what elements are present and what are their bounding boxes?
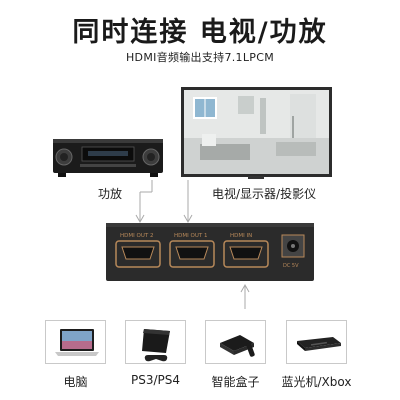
power-label: DC 5V <box>283 263 299 269</box>
source-label-pc: 电脑 <box>63 375 88 389</box>
bottom-connector-line <box>240 283 250 309</box>
page-title: 同时连接 电视/功放 <box>72 17 328 48</box>
tvbox-device-card <box>205 320 266 364</box>
bluray-device-card <box>286 320 347 364</box>
hdmi-in-port <box>223 240 269 268</box>
console-device-card <box>125 320 186 364</box>
port-out1-label: HDMI OUT 1 <box>174 233 207 239</box>
port-in-label: HDMI IN <box>230 233 252 239</box>
laptop-device-card <box>45 320 106 364</box>
hdmi-splitter: HDMI OUT 2 HDMI OUT 1 HDMI IN DC 5V <box>106 223 314 281</box>
source-label-bluray: 蓝光机/Xbox <box>281 375 352 389</box>
amplifier-icon <box>53 139 163 177</box>
top-connector-lines <box>135 180 193 224</box>
page-subtitle: HDMI音频输出支持7.1LPCM <box>125 51 274 64</box>
bluray-player-icon <box>297 337 341 351</box>
hdmi-out1-port <box>169 240 215 268</box>
tv-icon <box>181 87 332 179</box>
port-out2-label: HDMI OUT 2 <box>120 233 153 239</box>
laptop-icon <box>55 329 99 356</box>
hdmi-out2-port <box>115 240 161 268</box>
source-label-box: 智能盒子 <box>211 375 260 389</box>
tv-box-icon <box>220 335 255 357</box>
amplifier-label: 功放 <box>98 187 123 201</box>
game-console-icon <box>142 329 170 362</box>
tv-label: 电视/显示器/投影仪 <box>212 187 317 201</box>
source-label-ps: PS3/PS4 <box>130 373 181 387</box>
power-port <box>281 234 305 258</box>
